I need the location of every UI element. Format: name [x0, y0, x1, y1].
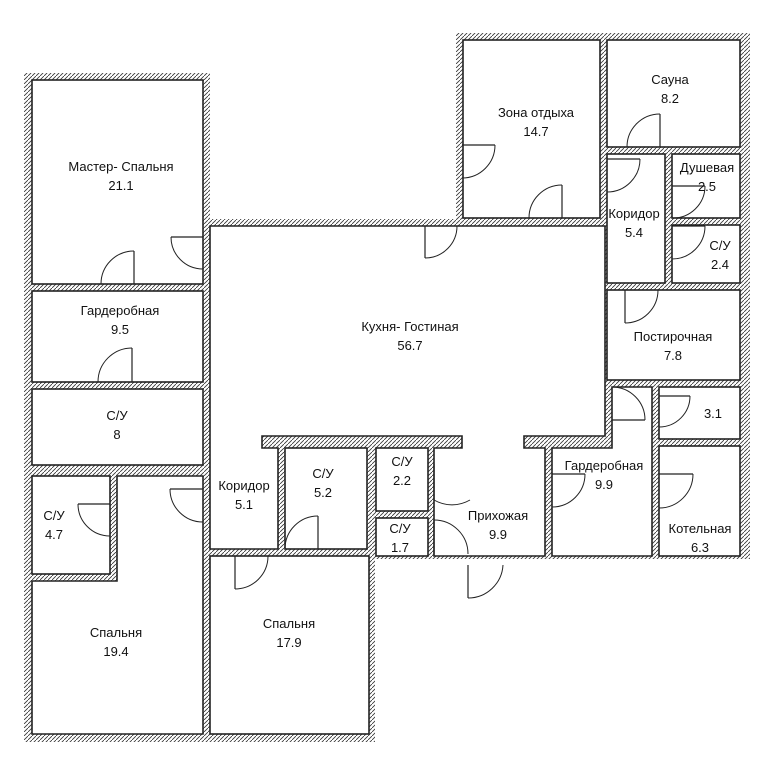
label-wardrobe-1-name: Гардеробная	[81, 303, 160, 318]
room-lounge	[462, 39, 601, 219]
label-corridor-54-area: 5.4	[625, 225, 643, 240]
label-kitchen-living-name: Кухня- Гостиная	[361, 319, 458, 334]
room-storage-31	[658, 386, 741, 440]
label-bath-47-area: 4.7	[45, 527, 63, 542]
room-laundry	[606, 289, 741, 381]
door-wardrobe-1	[97, 347, 133, 383]
room-wardrobe-2	[551, 386, 653, 557]
label-bath-8-name: С/У	[106, 408, 128, 423]
label-kitchen-living-area: 56.7	[397, 338, 422, 353]
room-interiors	[31, 39, 741, 735]
room-bath-8	[31, 388, 204, 466]
room-wardrobe-1	[31, 290, 204, 383]
room-boiler	[658, 445, 741, 557]
label-bedroom-179-area: 17.9	[276, 635, 301, 650]
label-corridor-51-name: Коридор	[218, 478, 269, 493]
label-wardrobe-1-area: 9.5	[111, 322, 129, 337]
label-bedroom-179-name: Спальня	[263, 616, 315, 631]
label-bath-47-name: С/У	[43, 508, 65, 523]
label-bath-8-area: 8	[113, 427, 120, 442]
room-bath-47	[31, 475, 111, 575]
doors	[77, 113, 706, 599]
door-lounge-bottom	[528, 184, 563, 219]
door-bath-52	[284, 515, 319, 550]
label-sauna-name: Сауна	[651, 72, 689, 87]
room-bath-17	[375, 517, 429, 557]
label-shower-name: Душевая	[680, 160, 734, 175]
room-labels: Мастер- Спальня 21.1 Гардеробная 9.5 С/У…	[43, 72, 734, 659]
door-bath-47	[77, 503, 111, 537]
label-lounge-area: 14.7	[523, 124, 548, 139]
room-bath-24	[671, 224, 741, 284]
label-boiler-name: Котельная	[669, 521, 732, 536]
label-bath-17-name: С/У	[389, 521, 411, 536]
label-corridor-51-area: 5.1	[235, 497, 253, 512]
door-shower	[671, 185, 706, 219]
label-sauna-area: 8.2	[661, 91, 679, 106]
door-bedroom-179	[234, 555, 269, 590]
room-kitchen-living	[209, 225, 606, 557]
label-master-bedroom-area: 21.1	[108, 178, 133, 193]
label-bedroom-194-area: 19.4	[103, 644, 128, 659]
door-kitchen-top	[424, 225, 458, 259]
door-master-corridor	[170, 236, 204, 270]
door-wardrobe-2-side	[551, 473, 586, 508]
room-master-bedroom	[31, 79, 204, 285]
room-bath-52	[284, 447, 368, 550]
label-corridor-54-name: Коридор	[608, 206, 659, 221]
door-storage-31	[658, 395, 691, 428]
label-wardrobe-2-name: Гардеробная	[565, 458, 644, 473]
label-master-bedroom-name: Мастер- Спальня	[68, 159, 173, 174]
label-bath-24-area: 2.4	[711, 257, 729, 272]
label-bath-52-area: 5.2	[314, 485, 332, 500]
door-sauna	[626, 113, 661, 148]
door-bath-22	[433, 464, 471, 506]
door-laundry	[624, 289, 659, 324]
label-bedroom-194-name: Спальня	[90, 625, 142, 640]
door-lounge	[461, 144, 496, 179]
label-shower-area: 2.5	[698, 179, 716, 194]
door-corridor-54	[606, 158, 641, 193]
label-bath-17-area: 1.7	[391, 540, 409, 555]
door-master-bedroom	[100, 250, 135, 285]
room-bedroom-194	[31, 475, 204, 735]
label-bath-52-name: С/У	[312, 466, 334, 481]
label-lounge-name: Зона отдыха	[498, 105, 575, 120]
room-bath-22	[375, 447, 429, 512]
label-wardrobe-2-area: 9.9	[595, 477, 613, 492]
label-laundry-area: 7.8	[664, 348, 682, 363]
room-sauna	[606, 39, 741, 148]
door-bath-17	[433, 519, 469, 555]
door-wardrobe-2	[611, 386, 646, 421]
label-laundry-name: Постирочная	[634, 329, 713, 344]
label-bath-22-name: С/У	[391, 454, 413, 469]
label-bath-22-area: 2.2	[393, 473, 411, 488]
label-hallway-name: Прихожая	[468, 508, 528, 523]
label-bath-24-name: С/У	[709, 238, 731, 253]
door-entrance	[467, 564, 504, 599]
label-boiler-area: 6.3	[691, 540, 709, 555]
room-bedroom-179	[209, 555, 370, 735]
label-hallway-area: 9.9	[489, 527, 507, 542]
door-bedroom-194	[169, 488, 204, 523]
label-storage-31-area: 3.1	[704, 406, 722, 421]
door-boiler	[658, 473, 694, 509]
door-bath-24	[671, 225, 706, 260]
